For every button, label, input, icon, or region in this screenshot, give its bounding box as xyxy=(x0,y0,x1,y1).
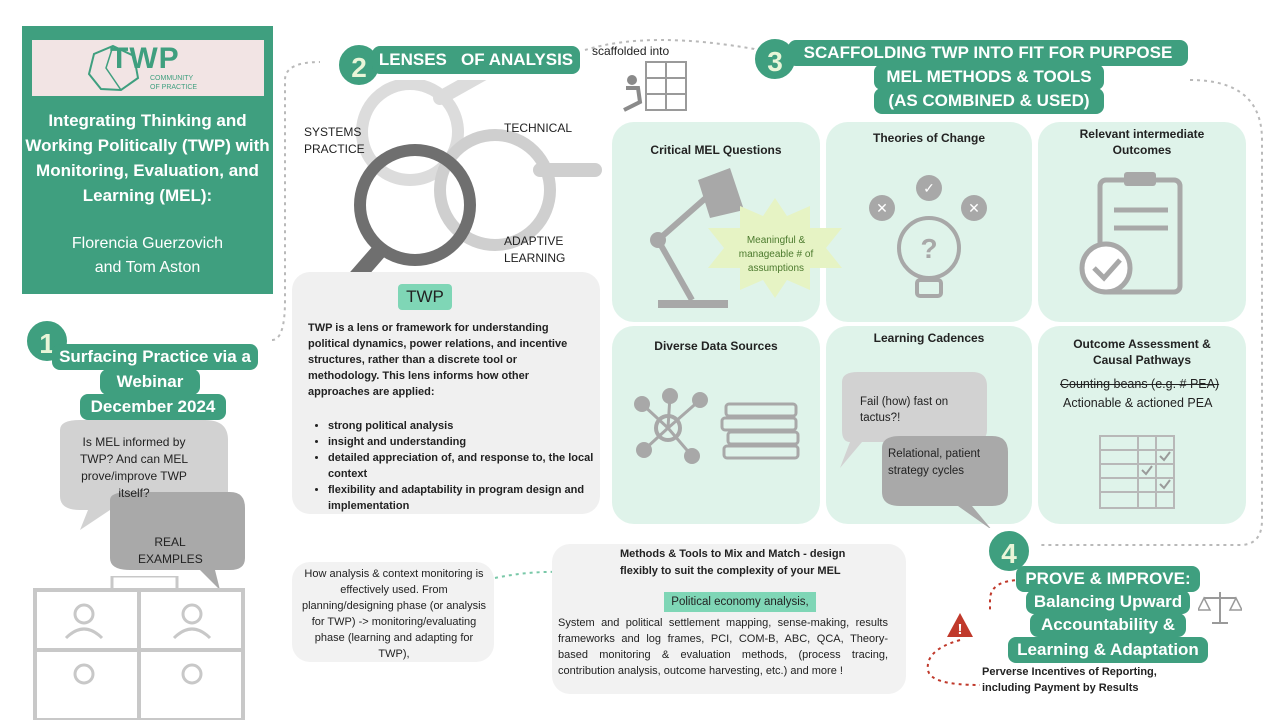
card-title: Learning Cadences xyxy=(873,331,985,345)
perverse-incentives-text: Perverse Incentives of Reporting, includ… xyxy=(982,666,1157,694)
step-1-label-line: December 2024 xyxy=(80,394,226,420)
starburst-shape xyxy=(708,198,842,298)
counting-beans-text: Counting beans (e.g. # PEA) xyxy=(1060,377,1220,391)
methods-body: System and political settlement mapping,… xyxy=(558,617,888,677)
network-books-icon xyxy=(634,388,800,464)
logo-subtitle: COMMUNITY OF PRACTICE xyxy=(150,75,198,91)
step-2-label: LENSES OF ANALYSIS xyxy=(372,46,580,74)
context-note-text: How analysis & context monitoring is eff… xyxy=(301,568,487,660)
balance-scale-icon xyxy=(1198,592,1242,624)
step-3-label-line: (AS COMBINED & USED) xyxy=(874,88,1104,114)
step-4-label-line: PROVE & IMPROVE: xyxy=(1016,566,1200,592)
magnifier-lenses-icon xyxy=(337,80,602,298)
card-title: Diverse Data Sources xyxy=(654,339,778,353)
checklist-table-icon xyxy=(1099,435,1175,509)
card-title: Critical MEL Questions xyxy=(650,143,782,157)
twp-logo-icon xyxy=(87,44,140,92)
actionable-pea-text: Actionable & actioned PEA xyxy=(1063,396,1213,410)
bullet-item: flexibility and adaptability in program … xyxy=(328,482,598,514)
step-4-badge: 4 xyxy=(986,528,1032,574)
webinar-grid-icon xyxy=(33,576,245,720)
clipboard-check-icon xyxy=(1079,172,1183,295)
bullet-item: strong political analysis xyxy=(328,418,598,434)
step-1-label-line: Surfacing Practice via a xyxy=(52,344,258,370)
bubble-question: Is MEL informed by TWP? And can MEL prov… xyxy=(79,435,189,500)
logo-name: TWP xyxy=(110,42,180,75)
starburst-text: Meaningful & manageable # of assumptions xyxy=(738,235,814,274)
lens-technical-label: TECHNICAL xyxy=(504,121,573,135)
svg-text:✕: ✕ xyxy=(876,200,888,216)
card-title: Theories of Change xyxy=(872,131,985,145)
step-4-label-line: Accountability & xyxy=(1030,613,1186,637)
svg-text:✓: ✓ xyxy=(923,180,935,196)
bullet-item: detailed appreciation of, and response t… xyxy=(328,450,598,482)
twp-description: TWP is a lens or framework for understan… xyxy=(308,322,568,398)
card-theories-of-change: Theories of Change xyxy=(826,122,1032,322)
logo-background xyxy=(32,40,264,96)
lens-systems-label: SYSTEMS PRACTICE xyxy=(304,125,365,156)
methods-heading: Methods & Tools to Mix and Match - desig… xyxy=(620,548,846,577)
step-3-label-line: SCAFFOLDING TWP INTO FIT FOR PURPOSE xyxy=(788,40,1188,66)
desk-lamp-icon xyxy=(650,168,744,308)
twp-description-panel xyxy=(292,272,600,514)
bubble-examples: REAL EXAMPLES xyxy=(138,535,203,566)
author-line: and Tom Aston xyxy=(94,259,201,276)
step-4-label-line: Balancing Upward xyxy=(1026,590,1190,614)
svg-text:✕: ✕ xyxy=(968,200,980,216)
context-note-panel xyxy=(292,562,494,662)
methods-highlight: Political economy analysis, xyxy=(664,592,816,612)
twp-tag: TWP xyxy=(398,284,452,310)
scaffolded-label: scaffolded into xyxy=(592,44,670,58)
cadence-speech-bubbles xyxy=(840,372,1008,528)
step-4-label-line: Learning & Adaptation xyxy=(1008,637,1208,663)
card-data-sources: Diverse Data Sources xyxy=(612,326,820,524)
methods-panel xyxy=(552,544,906,694)
main-title: Integrating Thinking and Working Politic… xyxy=(25,111,270,205)
lens-adaptive-label: ADAPTIVE LEARNING xyxy=(504,234,566,265)
svg-text:?: ? xyxy=(920,233,937,264)
bullet-item: insight and understanding xyxy=(328,434,598,450)
warning-icon: ! xyxy=(947,613,973,638)
step-3-label-line: MEL METHODS & TOOLS xyxy=(874,64,1104,90)
authors: Florencia Guerzovich and Tom Aston xyxy=(22,232,273,280)
author-line: Florencia Guerzovich xyxy=(71,235,224,252)
relational-text: Relational, patient strategy cycles xyxy=(888,448,981,477)
fail-fast-text: Fail (how) fast on tactus?! xyxy=(860,396,949,424)
card-title: Outcome Assessment & Causal Pathways xyxy=(1073,337,1211,367)
scaffold-worker-icon xyxy=(623,61,687,112)
speech-bubbles xyxy=(60,420,245,590)
card-intermediate-outcomes: Relevant intermediate Outcomes xyxy=(1038,122,1246,322)
card-title: Relevant intermediate Outcomes xyxy=(1079,127,1205,157)
step-1-label-line: Webinar xyxy=(100,369,200,395)
question-bulb-icon: ✕ ✓ ✕ ? xyxy=(869,175,987,298)
svg-text:!: ! xyxy=(958,621,963,638)
card-outcome-assessment: Outcome Assessment & Causal Pathways xyxy=(1038,326,1246,524)
twp-bullet-list: strong political analysis insight and un… xyxy=(310,418,598,514)
